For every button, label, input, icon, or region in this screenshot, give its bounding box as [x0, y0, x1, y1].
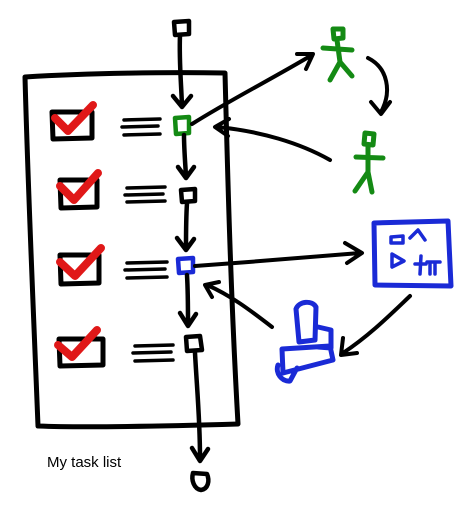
arrow-from-actor-2 — [213, 117, 332, 162]
arrow-actor-1-to-actor-2 — [366, 56, 392, 116]
person-icon — [320, 26, 355, 83]
machine-icon — [274, 299, 336, 384]
checkbox — [49, 109, 95, 142]
screen-device — [371, 218, 454, 289]
flow-arrow-2 — [175, 132, 197, 181]
step-node-1 — [172, 114, 192, 137]
task-item-2 — [56, 169, 167, 211]
task-item-4 — [54, 326, 175, 369]
checkmark-icon — [51, 101, 97, 135]
end-node — [190, 470, 211, 493]
flow-arrow-3 — [174, 200, 197, 253]
flow-arrow-5 — [189, 350, 211, 464]
arrow-to-actor-1 — [190, 52, 315, 126]
step-node-3 — [175, 255, 196, 276]
screen-icon — [371, 218, 454, 289]
checkbox — [57, 177, 100, 211]
task-item-1 — [49, 101, 162, 142]
task-text-lines — [123, 260, 169, 280]
checkmark-icon — [56, 244, 105, 280]
diagram-caption: My task list — [47, 454, 122, 471]
actor-2 — [352, 130, 386, 195]
arrow-machine-to-step-3 — [203, 280, 274, 329]
person-icon — [352, 130, 386, 195]
step-node-2 — [178, 186, 198, 205]
checkbox — [57, 252, 102, 287]
task-text-lines — [131, 343, 175, 363]
flow-arrow-1 — [170, 32, 194, 110]
arrow-to-screen — [193, 241, 364, 268]
flow-arrow-4 — [177, 272, 199, 329]
task-text-lines — [120, 117, 162, 137]
arrow-screen-to-machine — [339, 294, 412, 357]
step-node-4 — [183, 333, 205, 354]
task-item-3 — [56, 244, 169, 287]
task-list-panel — [22, 70, 241, 430]
actor-1 — [320, 26, 355, 83]
checkmark-icon — [54, 326, 101, 361]
start-node — [171, 18, 192, 38]
checkmark-icon — [56, 169, 102, 204]
task-text-lines — [123, 185, 167, 204]
screen-shapes — [389, 228, 442, 276]
machine-device — [274, 299, 336, 384]
